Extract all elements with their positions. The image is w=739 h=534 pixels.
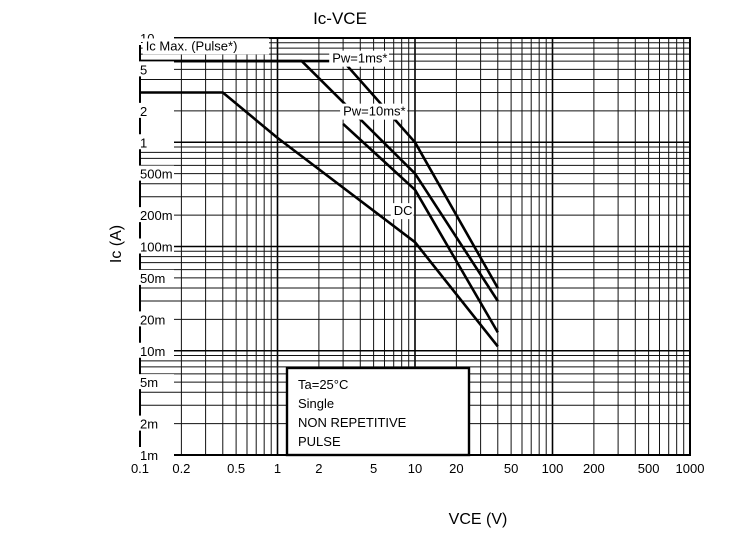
y-tick-label-background bbox=[138, 374, 174, 390]
y-tick-label-background bbox=[138, 102, 174, 118]
x-tick-label: 0.5 bbox=[227, 461, 245, 476]
note-line-non-repetitive: NON REPETITIVE bbox=[298, 415, 407, 430]
y-tick-label-background bbox=[138, 415, 174, 431]
y-tick-label: 1m bbox=[140, 448, 158, 463]
x-tick-label: 1 bbox=[274, 461, 281, 476]
y-tick-label-background bbox=[138, 165, 174, 181]
curve-label: DC bbox=[394, 203, 413, 218]
note-line-ambient: Ta=25°C bbox=[298, 377, 348, 392]
y-tick-label-background bbox=[138, 134, 174, 150]
x-tick-label: 500 bbox=[638, 461, 660, 476]
y-tick-labels: 10521500m200m100m50m20m10m5m2m1m bbox=[138, 30, 174, 463]
y-tick-label: 5 bbox=[140, 62, 147, 77]
y-tick-label-background bbox=[138, 238, 174, 254]
curve-label: Pw=1ms* bbox=[332, 51, 387, 66]
soa-limit-curve-3 bbox=[140, 59, 499, 289]
x-tick-label: 0.2 bbox=[172, 461, 190, 476]
curve-labels: Ic Max. (Pulse*) Pw=1ms* Pw=10ms* DC bbox=[142, 38, 414, 220]
soa-limit-curve-1 bbox=[140, 91, 499, 348]
note-line-pulse: PULSE bbox=[298, 434, 341, 449]
y-tick-label-background bbox=[138, 61, 174, 77]
x-tick-label: 200 bbox=[583, 461, 605, 476]
curve-label-background bbox=[142, 38, 270, 55]
curve-label: Ic Max. (Pulse*) bbox=[146, 38, 238, 53]
x-tick-labels: 0.1 0.2 0.5 1 2 5 10 20 50 100 200 500 1000 bbox=[131, 461, 705, 476]
y-tick-label-background bbox=[138, 269, 174, 285]
curve-label: Pw=10ms* bbox=[343, 104, 406, 119]
curve-label-background bbox=[390, 203, 414, 220]
y-tick-label-background bbox=[138, 207, 174, 223]
y-axis-label: Ic (A) bbox=[108, 225, 125, 263]
y-tick-label: 2m bbox=[140, 417, 158, 432]
y-tick-label: 200m bbox=[140, 208, 173, 223]
note-line-single: Single bbox=[298, 396, 334, 411]
chart-title: Ic-VCE bbox=[313, 9, 367, 28]
conditions-note: Ta=25°C Single NON REPETITIVE PULSE bbox=[285, 366, 471, 457]
x-tick-label: 100 bbox=[542, 461, 564, 476]
y-tick-label-background bbox=[138, 342, 174, 358]
soa-limit-curve-4 bbox=[342, 122, 499, 334]
y-tick-label-background bbox=[138, 447, 174, 462]
x-tick-label: 10 bbox=[408, 461, 422, 476]
x-axis-label: VCE (V) bbox=[449, 511, 508, 528]
y-tick-label: 100m bbox=[140, 240, 173, 255]
x-tick-label: 5 bbox=[370, 461, 377, 476]
y-tick-label: 1 bbox=[140, 135, 147, 150]
y-tick-label-background bbox=[138, 311, 174, 327]
x-tick-label: 0.1 bbox=[131, 461, 149, 476]
y-tick-label: 500m bbox=[140, 167, 173, 182]
x-tick-label: 1000 bbox=[676, 461, 705, 476]
y-tick-label: 10m bbox=[140, 344, 165, 359]
y-tick-label: 2 bbox=[140, 104, 147, 119]
y-tick-label: 20m bbox=[140, 312, 165, 327]
x-tick-label: 50 bbox=[504, 461, 518, 476]
x-tick-label: 20 bbox=[449, 461, 463, 476]
conditions-note-box bbox=[285, 366, 471, 457]
x-tick-label: 2 bbox=[315, 461, 322, 476]
y-tick-label: 50m bbox=[140, 271, 165, 286]
curve-label-background bbox=[329, 50, 390, 67]
curve-label-background bbox=[340, 103, 408, 120]
y-tick-label: 5m bbox=[140, 375, 158, 390]
